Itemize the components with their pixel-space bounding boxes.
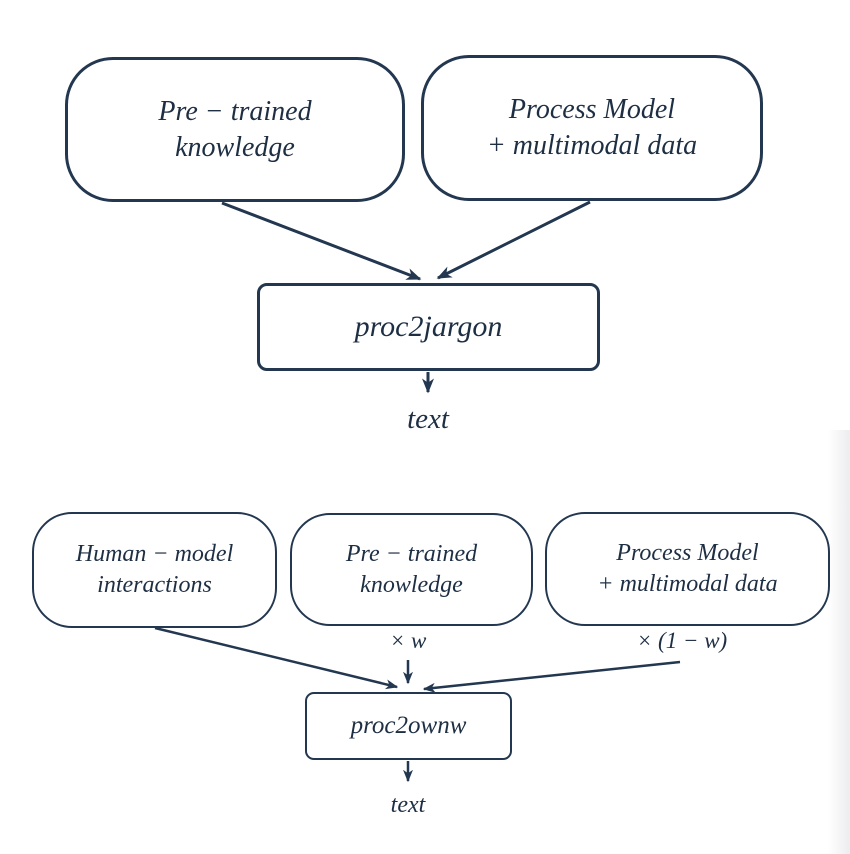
input-node-process-model-weighted: Process Model + multimodal data xyxy=(545,512,830,626)
page-edge-shading xyxy=(828,430,850,854)
weight-label-w: × w xyxy=(389,628,427,653)
model-node-proc2ownw: proc2ownw xyxy=(305,692,512,760)
arrow-pretrained-to-proc2jargon xyxy=(221,201,422,281)
output-label-text-bottom: text xyxy=(390,792,426,818)
arrow-weighted-processmodel-to-proc2ownw xyxy=(422,660,681,693)
input-node-pretrained-knowledge: Pre − trained knowledge xyxy=(65,57,405,202)
input-node-human-model-interactions: Human − model interactions xyxy=(32,512,277,628)
input-node-pretrained-knowledge-weighted: Pre − trained knowledge xyxy=(290,513,533,626)
input-node-process-model-multimodal-data: Process Model + multimodal data xyxy=(421,55,763,201)
output-label-text-top: text xyxy=(407,403,449,435)
model-node-proc2jargon: proc2jargon xyxy=(257,283,600,371)
weight-label-1-minus-w: × (1 − w) xyxy=(636,628,728,653)
arrow-processmodel-to-proc2jargon xyxy=(436,200,591,280)
